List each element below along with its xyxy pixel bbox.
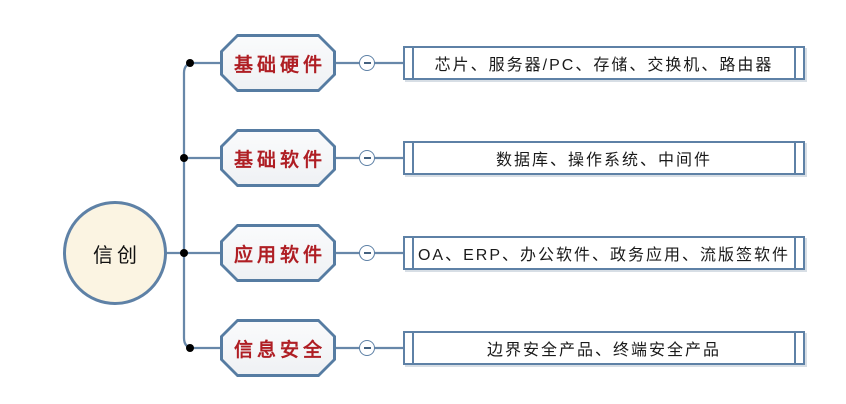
detail-text: 芯片、服务器/PC、存储、交换机、路由器	[434, 57, 774, 74]
double-border-left	[412, 333, 414, 363]
detail-text: 数据库、操作系统、中间件	[495, 152, 712, 169]
collapse-button-information-security[interactable]	[359, 340, 375, 356]
double-border-left	[412, 238, 414, 268]
double-border-right	[794, 333, 796, 363]
detail-box-application-software[interactable]: OA、ERP、办公软件、政务应用、流版签软件	[403, 236, 805, 270]
detail-box-basic-software[interactable]: 数据库、操作系统、中间件	[403, 141, 805, 175]
junction-dot-application-software	[180, 249, 188, 257]
junction-dot-basic-hardware	[186, 59, 194, 67]
branch-node-label: 应用软件	[233, 244, 326, 266]
detail-text: OA、ERP、办公软件、政务应用、流版签软件	[417, 247, 791, 264]
branch-node-label: 信息安全	[233, 339, 326, 361]
junction-dot-information-security	[186, 344, 194, 352]
minus-icon	[363, 62, 371, 64]
branch-node-label: 基础硬件	[233, 54, 326, 76]
double-border-left	[412, 48, 414, 78]
double-border-left	[412, 143, 414, 173]
root-node[interactable]: 信创	[63, 201, 167, 305]
collapse-button-basic-software[interactable]	[359, 150, 375, 166]
branch-node-fill	[223, 227, 333, 279]
branch-node-application-software[interactable]: 应用软件	[220, 224, 336, 282]
double-border-right	[794, 143, 796, 173]
branch-node-information-security[interactable]: 信息安全	[220, 319, 336, 377]
spine-line	[182, 61, 220, 350]
root-node-label: 信创	[93, 244, 141, 267]
junction-dot-basic-software	[180, 154, 188, 162]
minus-icon	[363, 157, 371, 159]
branch-node-fill	[223, 132, 333, 184]
double-border-right	[794, 48, 796, 78]
branch-node-label: 基础软件	[233, 149, 326, 171]
branch-node-fill	[223, 37, 333, 89]
detail-box-basic-hardware[interactable]: 芯片、服务器/PC、存储、交换机、路由器	[403, 46, 805, 80]
detail-box-information-security[interactable]: 边界安全产品、终端安全产品	[403, 331, 805, 365]
minus-icon	[363, 347, 371, 349]
detail-text: 边界安全产品、终端安全产品	[486, 342, 721, 359]
collapse-button-application-software[interactable]	[359, 245, 375, 261]
branch-node-fill	[223, 322, 333, 374]
collapse-button-basic-hardware[interactable]	[359, 55, 375, 71]
branch-node-basic-hardware[interactable]: 基础硬件	[220, 34, 336, 92]
minus-icon	[363, 252, 371, 254]
branch-node-basic-software[interactable]: 基础软件	[220, 129, 336, 187]
double-border-right	[794, 238, 796, 268]
